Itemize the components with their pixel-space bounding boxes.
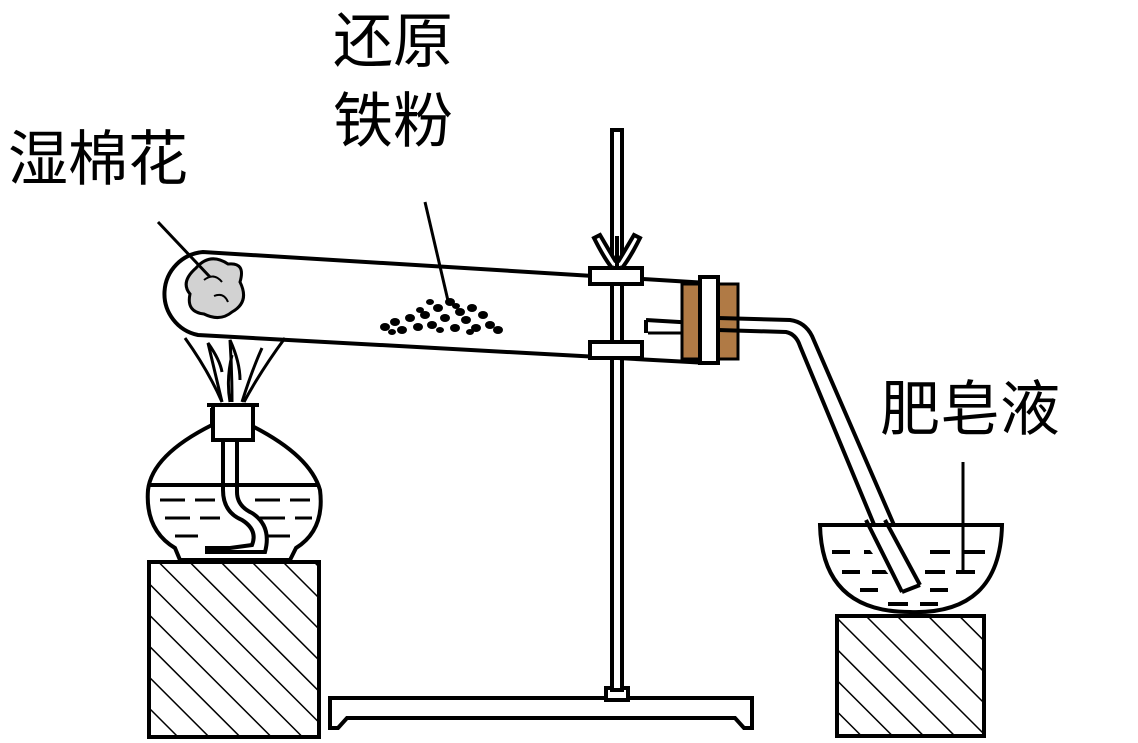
clamp	[588, 232, 644, 360]
left-wooden-block	[147, 560, 321, 739]
stand-base	[328, 696, 754, 730]
stand-rod	[610, 128, 624, 692]
alcohol-lamp	[145, 403, 323, 562]
wet-cotton-ball	[184, 257, 246, 319]
lamp-wick	[205, 440, 256, 550]
reduced-iron-label-line1: 还原	[333, 7, 453, 77]
soap-solution-dashes	[832, 550, 985, 606]
lamp-wick-holder	[211, 403, 255, 442]
leader-lines	[156, 201, 965, 572]
soap-solution-label: 肥皂液	[880, 375, 1060, 445]
flame	[183, 337, 287, 403]
cotton-leader	[156, 220, 212, 279]
right-wooden-block	[835, 614, 986, 738]
iron-stand	[328, 128, 754, 730]
wet-cotton-label: 湿棉花	[8, 125, 188, 195]
iron-leader	[423, 201, 451, 306]
delivery-tube-tip	[864, 519, 922, 594]
lamp-liquid-dashes	[160, 498, 312, 538]
iron-powder	[380, 298, 503, 335]
reduced-iron-label-line2: 铁粉	[333, 87, 453, 157]
stopper-rim	[698, 275, 720, 365]
